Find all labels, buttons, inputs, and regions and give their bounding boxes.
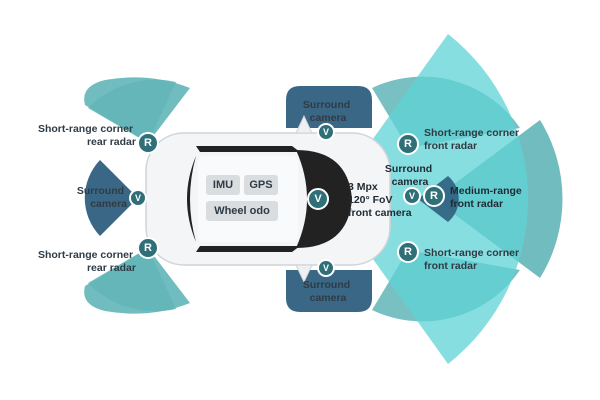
front-right-radar-label: Short-range corner front radar	[424, 247, 522, 272]
camera-badge-icon: V	[317, 259, 335, 277]
wheel-odo-chip-label: Wheel odo	[214, 205, 270, 217]
svg-text:V: V	[323, 127, 329, 137]
rear-camera-zone	[84, 160, 138, 236]
front-surround-camera-label: Surround camera	[385, 163, 435, 188]
svg-text:V: V	[409, 191, 415, 201]
camera-badge-icon: V	[317, 123, 335, 141]
svg-text:R: R	[144, 242, 152, 254]
svg-text:R: R	[430, 190, 438, 202]
camera-badge-icon: V	[307, 188, 329, 210]
rear-camera-label: Surround camera	[77, 185, 127, 210]
front-left-radar-label: Short-range corner front radar	[424, 127, 522, 152]
rear-right-radar-label: Short-range corner rear radar	[38, 249, 136, 274]
svg-text:V: V	[135, 193, 141, 203]
gps-chip-label: GPS	[249, 179, 272, 191]
wheel-odo-chip: Wheel odo	[206, 201, 278, 221]
top-camera-zone	[286, 86, 372, 128]
bottom-camera-label: Surround camera	[303, 279, 353, 304]
imu-chip: IMU	[206, 175, 240, 195]
svg-text:R: R	[404, 138, 412, 150]
svg-text:R: R	[144, 137, 152, 149]
rear-left-radar-lobe	[84, 77, 190, 143]
medium-radar-label: Medium-range front radar	[450, 185, 525, 210]
radar-badge-icon: R	[397, 241, 419, 263]
gps-chip: GPS	[244, 175, 278, 195]
svg-text:V: V	[314, 193, 322, 205]
top-camera-label: Surround camera	[303, 99, 353, 124]
side-window-top	[196, 146, 300, 152]
radar-badge-icon: R	[137, 237, 159, 259]
rear-left-radar-label: Short-range corner rear radar	[38, 123, 136, 148]
rear-window	[187, 156, 196, 242]
camera-badge-icon: V	[129, 189, 147, 207]
roof	[198, 156, 298, 242]
camera-badge-icon: V	[403, 187, 421, 205]
bottom-camera-zone	[286, 270, 372, 312]
left-mirror	[295, 114, 313, 134]
right-mirror	[295, 264, 313, 284]
rear-right-radar-lobe	[84, 248, 190, 314]
front-camera-label: 3 Mpx 120° FoV front camera	[348, 181, 412, 219]
side-window-bottom	[196, 246, 300, 252]
svg-text:V: V	[323, 263, 329, 273]
radar-badge-icon: R	[397, 133, 419, 155]
imu-chip-label: IMU	[213, 179, 233, 191]
radar-badge-icon: R	[423, 185, 445, 207]
svg-text:R: R	[404, 246, 412, 258]
radar-badge-icon: R	[137, 132, 159, 154]
